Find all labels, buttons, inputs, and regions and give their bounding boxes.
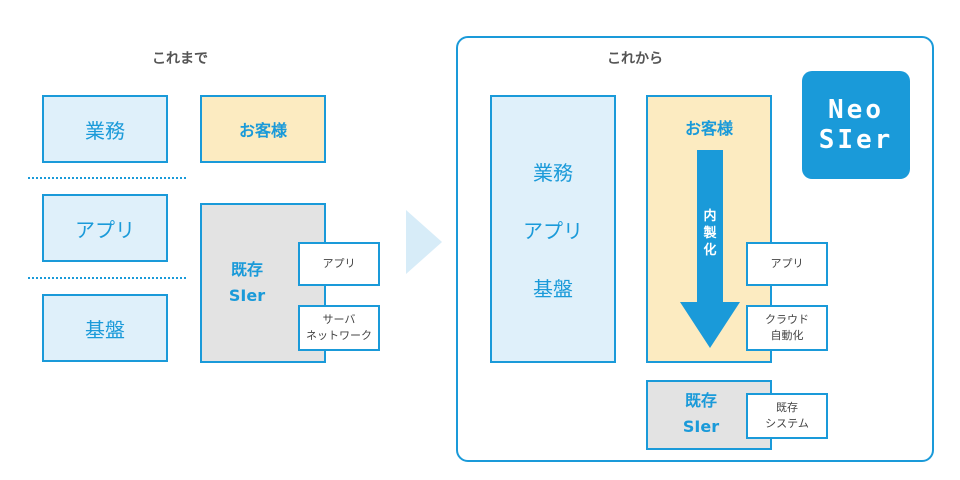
logo-line2: SIer xyxy=(818,125,894,155)
after-stack-kiban: 基盤 xyxy=(533,277,573,301)
after-tag-cloud-automation: クラウド 自動化 xyxy=(746,305,828,351)
after-stack-appli: アプリ xyxy=(523,219,583,243)
insourcing-label: 内 製 化 xyxy=(696,208,724,259)
before-customer-box: お客様 xyxy=(200,95,326,163)
insourcing-char-2: 製 xyxy=(703,226,717,241)
after-stack-gyomu: 業務 xyxy=(533,161,573,185)
before-existing-line2: SIer xyxy=(228,286,266,305)
before-appli-box: アプリ xyxy=(42,194,168,262)
transition-chevron-icon xyxy=(406,210,442,274)
logo-line1: Neo xyxy=(828,95,884,125)
before-tag-server-network: サーバ ネットワーク xyxy=(298,305,380,351)
after-tag-cloud-line2: 自動化 xyxy=(770,329,804,342)
after-customer-label: お客様 xyxy=(684,119,733,138)
after-title: これから xyxy=(607,51,663,67)
before-customer-label: お客様 xyxy=(238,121,287,140)
divider-dotted xyxy=(28,277,186,279)
before-tag-server-line1: サーバ xyxy=(322,313,356,326)
after-tag-app: アプリ xyxy=(746,242,828,286)
neo-sier-logo: Neo SIer xyxy=(802,71,910,179)
insourcing-char-1: 内 xyxy=(703,209,717,224)
after-existing-line1: 既存 xyxy=(684,391,717,410)
before-tag-app: アプリ xyxy=(298,242,380,286)
after-tag-existing-system: 既存 システム xyxy=(746,393,828,439)
after-tag-cloud-line1: クラウド xyxy=(765,313,809,326)
after-existing-label: 既存 SIer xyxy=(648,388,754,440)
before-kiban-box: 基盤 xyxy=(42,294,168,362)
before-title: これまで xyxy=(152,51,208,67)
before-gyomu-box: 業務 xyxy=(42,95,168,163)
after-stack-box: 業務 アプリ 基盤 xyxy=(490,95,616,363)
divider-dotted xyxy=(28,177,186,179)
after-tag-system-line2: システム xyxy=(765,417,809,430)
insourcing-char-3: 化 xyxy=(703,243,717,258)
before-existing-label: 既存 SIer xyxy=(202,257,292,309)
after-existing-line2: SIer xyxy=(682,417,720,436)
before-existing-line1: 既存 xyxy=(230,260,263,279)
after-panel xyxy=(456,36,934,462)
insourcing-arrow-icon xyxy=(680,150,740,348)
before-tag-server-line2: ネットワーク xyxy=(306,329,372,342)
after-tag-system-line1: 既存 xyxy=(776,401,798,414)
